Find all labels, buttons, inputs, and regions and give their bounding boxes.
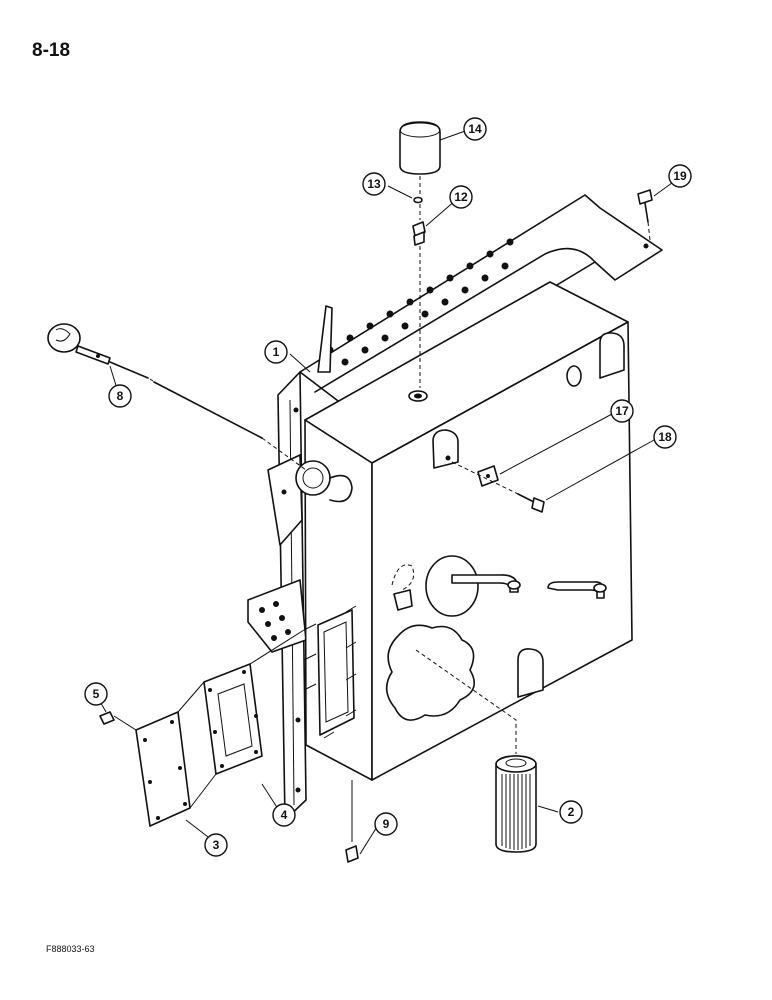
callout-8: 8 bbox=[108, 384, 132, 408]
drain-plug-9 bbox=[345, 845, 359, 863]
svg-text:8: 8 bbox=[117, 389, 124, 403]
svg-text:2: 2 bbox=[568, 805, 575, 819]
figure-code: F888033-63 bbox=[46, 944, 95, 954]
callout-1: 1 bbox=[264, 340, 288, 364]
dipstick bbox=[47, 323, 307, 471]
plate-17 bbox=[477, 465, 499, 487]
cover-plate bbox=[135, 711, 191, 827]
nut-5 bbox=[99, 711, 115, 725]
page-number: 8-18 bbox=[32, 40, 71, 61]
bolt-18 bbox=[451, 461, 545, 513]
svg-text:12: 12 bbox=[454, 190, 468, 204]
reservoir-tank bbox=[295, 281, 633, 842]
mounting-bracket bbox=[247, 194, 663, 821]
svg-text:17: 17 bbox=[615, 404, 629, 418]
svg-text:14: 14 bbox=[468, 122, 482, 136]
callout-5: 5 bbox=[84, 682, 108, 706]
o-ring bbox=[413, 196, 423, 204]
svg-text:1: 1 bbox=[273, 345, 280, 359]
svg-text:19: 19 bbox=[673, 169, 687, 183]
callout-17: 17 bbox=[610, 399, 634, 423]
bracket-holes bbox=[259, 238, 514, 793]
callout-14: 14 bbox=[463, 117, 487, 141]
gasket bbox=[203, 663, 263, 775]
filter-element bbox=[415, 649, 537, 853]
callout-9: 9 bbox=[374, 812, 398, 836]
breather-fitting bbox=[412, 221, 426, 246]
svg-text:9: 9 bbox=[383, 817, 390, 831]
breather-cap bbox=[399, 121, 441, 175]
callout-2: 2 bbox=[559, 800, 583, 824]
svg-text:5: 5 bbox=[93, 687, 100, 701]
callout-19: 19 bbox=[668, 164, 692, 188]
callout-4: 4 bbox=[272, 803, 296, 827]
callout-18: 18 bbox=[653, 425, 677, 449]
access-studs bbox=[303, 605, 357, 739]
callout-12: 12 bbox=[449, 185, 473, 209]
svg-text:4: 4 bbox=[281, 808, 288, 822]
svg-text:13: 13 bbox=[367, 177, 381, 191]
callout-13: 13 bbox=[362, 172, 386, 196]
bolt-19 bbox=[637, 189, 653, 241]
callout-3: 3 bbox=[204, 833, 228, 857]
svg-text:3: 3 bbox=[213, 838, 220, 852]
svg-text:18: 18 bbox=[658, 430, 672, 444]
